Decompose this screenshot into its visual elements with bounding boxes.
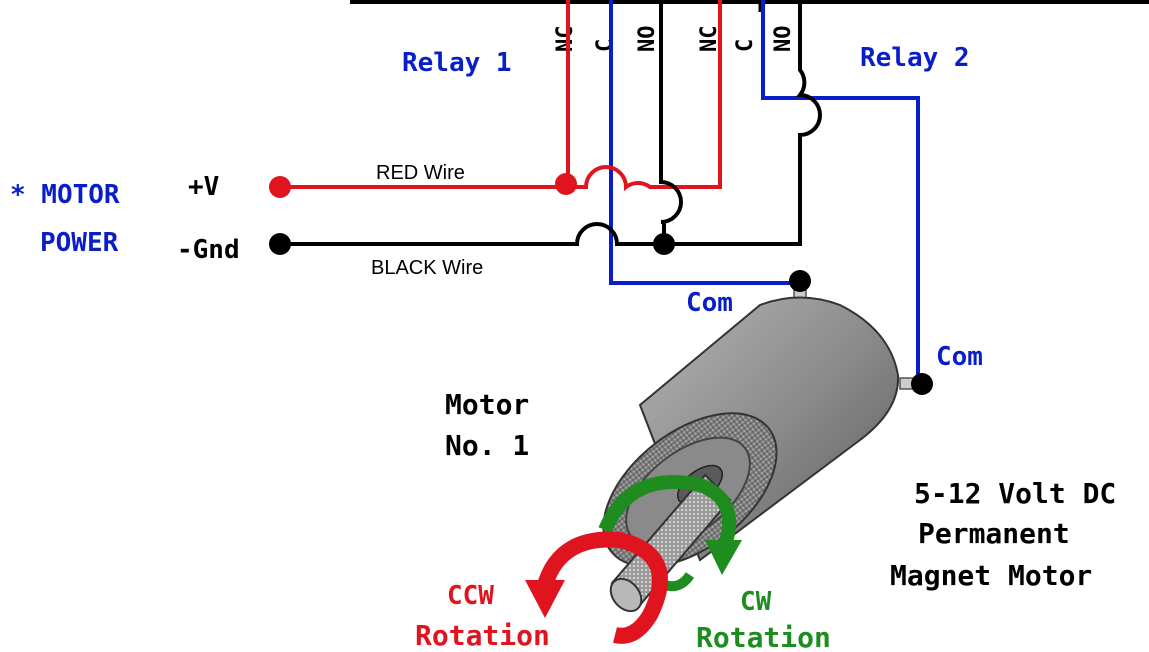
ccw-arrow-icon bbox=[525, 531, 668, 644]
ccw-label-2: Rotation bbox=[415, 619, 550, 652]
ccw-arrow-arc bbox=[537, 531, 668, 644]
motor-name-2: No. 1 bbox=[445, 429, 529, 462]
red-wire-relay2 bbox=[568, 0, 722, 191]
relay1-no-label: NO bbox=[635, 26, 660, 53]
black-wire-relay1-no bbox=[659, 0, 683, 244]
motor-icon bbox=[602, 270, 933, 613]
motor-com2-terminal bbox=[911, 373, 933, 395]
motor-power-label-1: * MOTOR bbox=[10, 180, 120, 210]
relay-terminal-labels: NC C NO NC C NO bbox=[553, 26, 796, 53]
ccw-label-1: CCW bbox=[447, 581, 494, 611]
cw-label-1: CW bbox=[740, 587, 772, 617]
ccw-arrow-head bbox=[525, 580, 565, 618]
relay2-nc-label: NC bbox=[697, 26, 722, 53]
gnd-label: -Gnd bbox=[177, 235, 240, 265]
red-wire-label: RED Wire bbox=[376, 162, 465, 184]
motor-desc-1: 5-12 Volt DC bbox=[914, 477, 1116, 510]
relay2-no-label: NO bbox=[771, 26, 796, 53]
motor-power-label-2: POWER bbox=[40, 228, 119, 258]
cw-label-2: Rotation bbox=[696, 621, 831, 652]
black-junction bbox=[653, 233, 675, 255]
cw-arrow-head bbox=[705, 540, 742, 575]
red-wire bbox=[280, 0, 570, 189]
gnd-terminal bbox=[269, 233, 291, 255]
cw-arrow-arc bbox=[598, 475, 737, 548]
motor-com1-terminal bbox=[789, 270, 811, 292]
relay1-label: Relay 1 bbox=[402, 48, 512, 78]
motor-shaft-tip bbox=[609, 577, 643, 613]
black-wire-relay2-no bbox=[664, 0, 822, 246]
com-label-2: Com bbox=[936, 342, 983, 372]
plus-v-terminal bbox=[269, 176, 291, 198]
black-wire bbox=[280, 222, 664, 246]
relay2-label: Relay 2 bbox=[860, 43, 970, 73]
plus-v-label: +V bbox=[188, 172, 219, 202]
com-label-1: Com bbox=[686, 288, 733, 318]
motor-name-1: Motor bbox=[445, 388, 529, 421]
relay2-c-label: C bbox=[733, 39, 758, 52]
blue-wire-relay2 bbox=[761, 0, 920, 384]
relay1-nc-label: NC bbox=[553, 26, 578, 53]
relay1-c-label: C bbox=[593, 39, 618, 52]
cw-arrow-tail bbox=[663, 572, 695, 592]
motor-desc-2: Permanent bbox=[918, 517, 1070, 550]
black-wire-label: BLACK Wire bbox=[371, 257, 483, 279]
red-junction bbox=[555, 173, 577, 195]
motor-desc-3: Magnet Motor bbox=[890, 559, 1092, 592]
